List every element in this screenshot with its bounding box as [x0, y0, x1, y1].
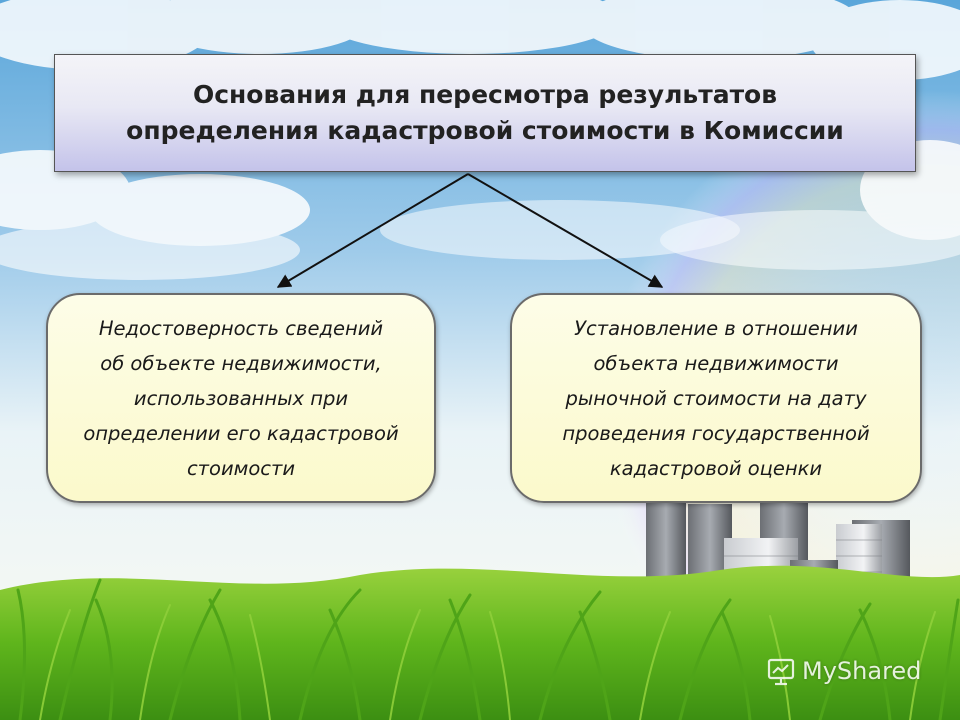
title-box: Основания для пересмотра результатов опр…	[54, 54, 916, 172]
slide-title: Основания для пересмотра результатов опр…	[126, 80, 844, 145]
watermark-text: MyShared	[802, 657, 922, 685]
arrow-right	[467, 173, 664, 288]
reason-text: Установление в отношении объекта недвижи…	[562, 316, 870, 480]
reason-box-inaccurate-data: Недостоверность сведений об объекте недв…	[46, 293, 436, 503]
arrow-left	[276, 173, 469, 288]
presentation-logo-icon	[767, 658, 795, 686]
reason-text: Недостоверность сведений об объекте недв…	[83, 316, 399, 480]
grass-background	[0, 565, 960, 720]
watermark: MyShared	[766, 656, 921, 686]
reason-box-market-value: Установление в отношении объекта недвижи…	[510, 293, 922, 503]
